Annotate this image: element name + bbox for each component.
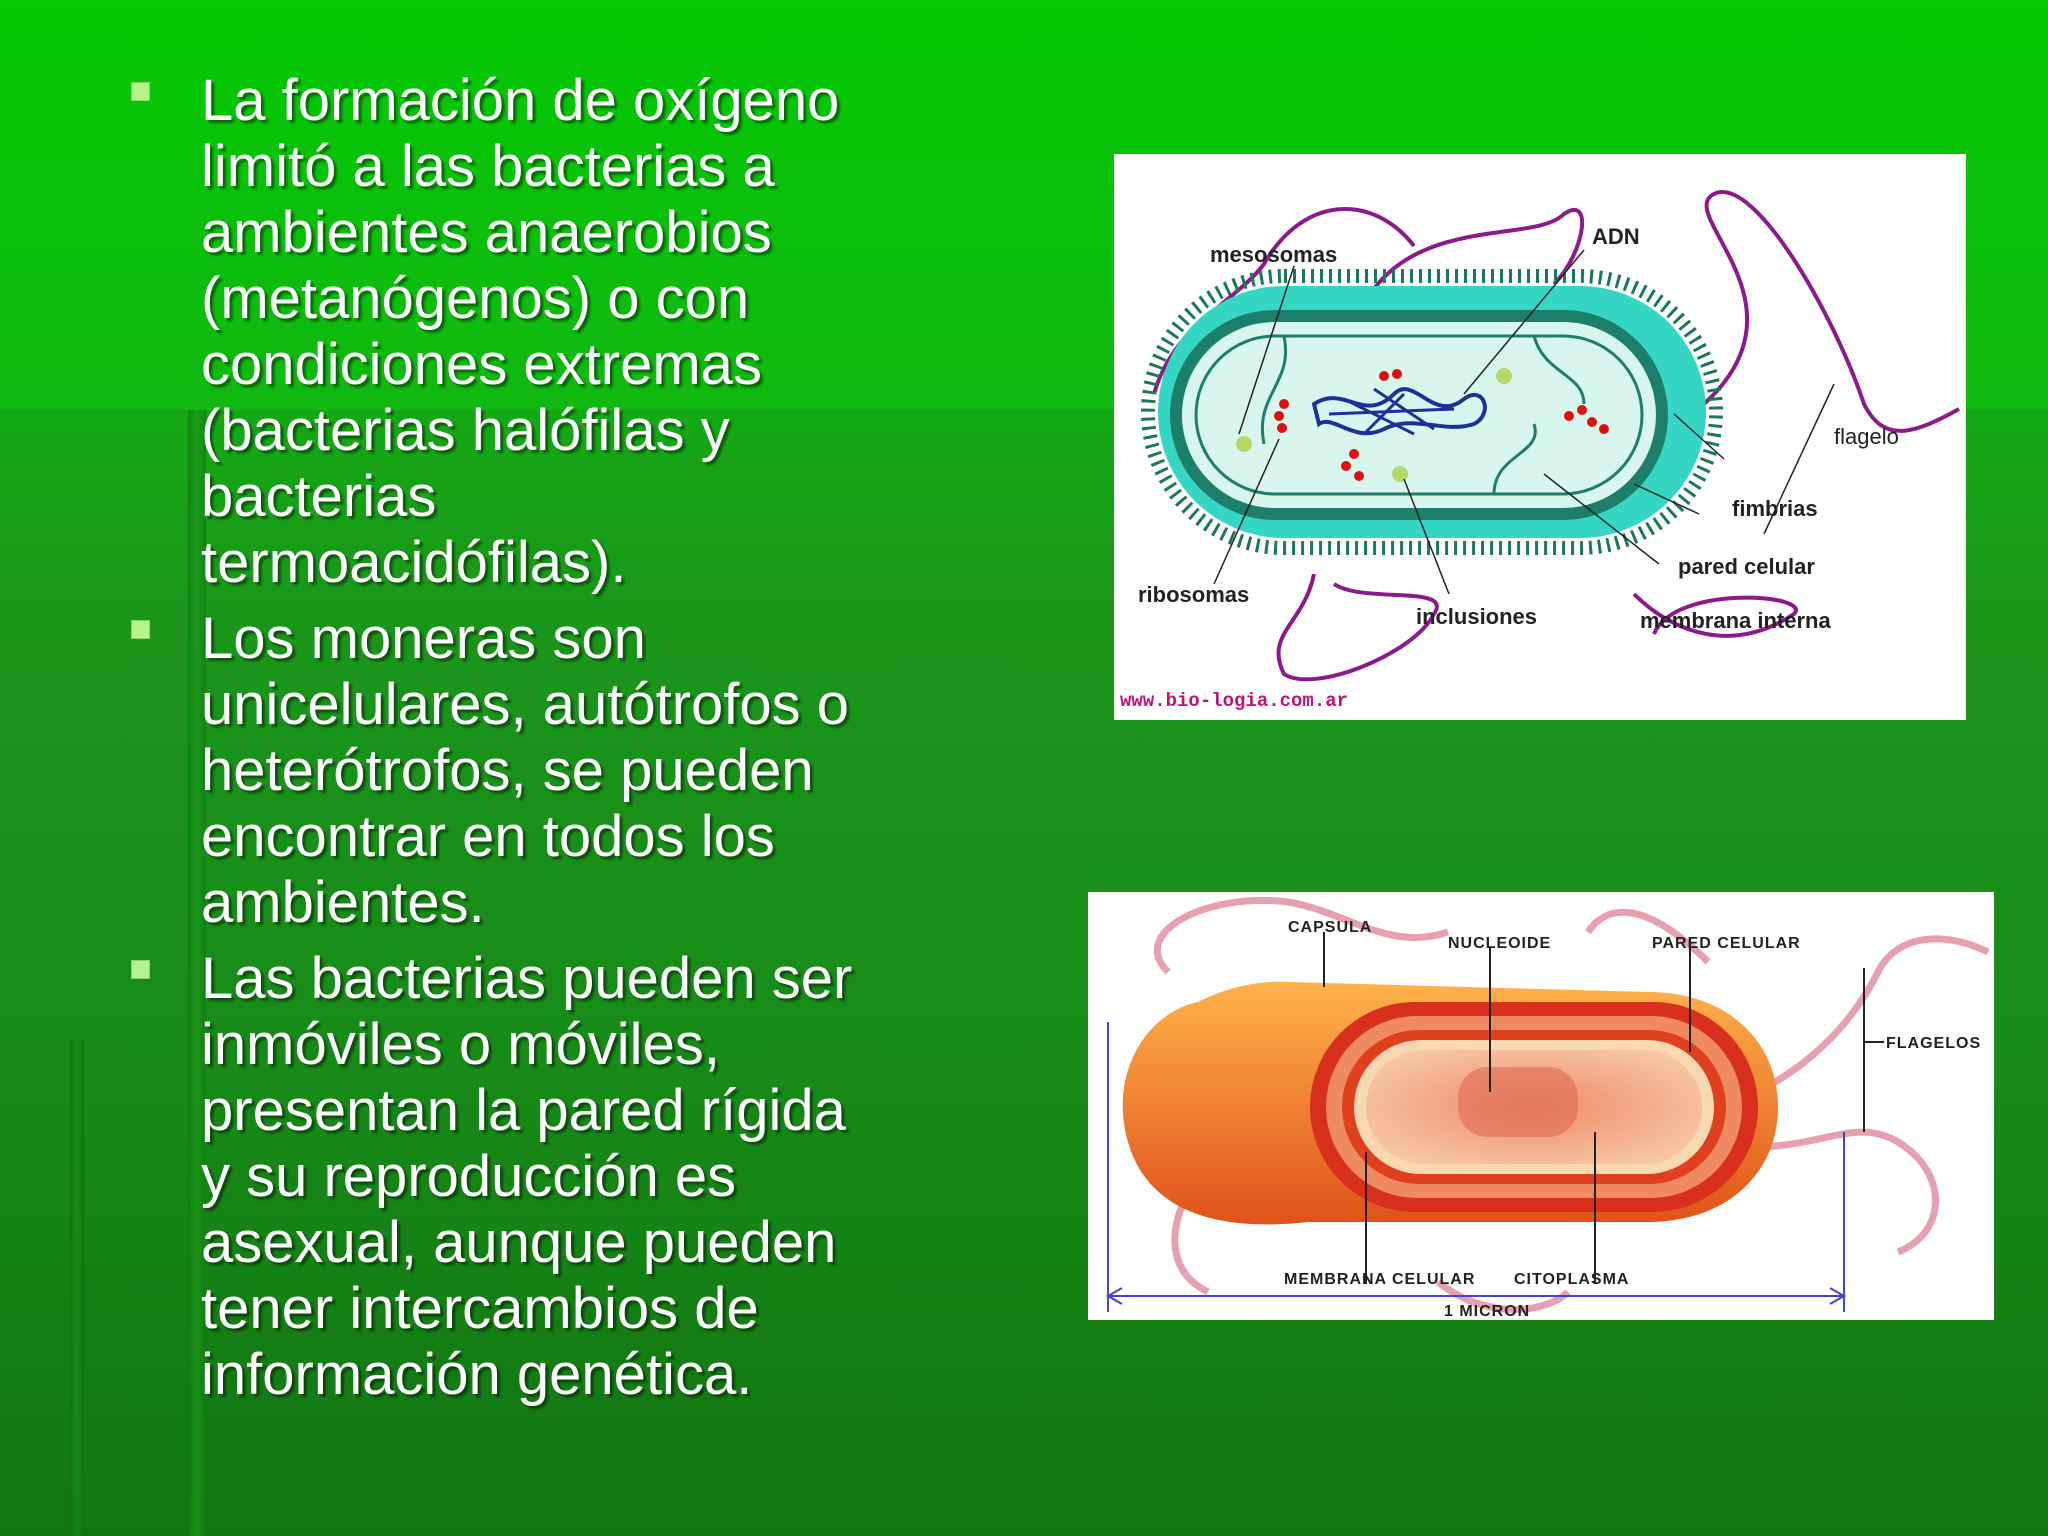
inner-membrane [1194,334,1644,496]
label-flagelo: flagelo [1834,424,1899,449]
background-stripe [70,1040,84,1536]
label-adn: ADN [1592,224,1640,249]
flagellum [1632,592,1798,638]
mesosome [1492,423,1537,495]
label-membrana-celular: MEMBRANA CELULAR [1284,1271,1475,1288]
flagellum [1585,908,1711,965]
label-citoplasma: CITOPLASMA [1514,1271,1629,1288]
bacillus-section-diagram: CAPSULA NUCLEOIDE PARED CELULAR FLAGELOS… [1088,892,1994,1320]
source-url: www.bio-logia.com.ar [1120,690,1348,712]
flagellum [1153,896,1450,975]
nucleoid [1458,1067,1578,1137]
label-flagelos: FLAGELOS [1886,1035,1981,1052]
bullet-text: Los moneras son unicelulares, autótrofos… [201,606,850,935]
mesosome [1260,335,1288,445]
leader-lines [1213,249,1835,595]
inclusions [1236,368,1512,482]
scale-bar [1105,1022,1847,1312]
label-fimbrias: fimbrias [1732,496,1818,521]
square-bullet-icon [131,960,150,979]
bullet-item: Los moneras son unicelulares, autótrofos… [125,606,985,936]
label-nucleoide: NUCLEOIDE [1448,935,1551,952]
background-stripe [188,410,206,1536]
flagellum [1276,573,1439,682]
flagellum [1707,1128,1939,1256]
label-pared-celular: PARED CELULAR [1652,935,1801,952]
leader-lines [1323,932,1884,1284]
square-bullet-icon [131,82,150,101]
label-escala: 1 MICRON [1444,1303,1530,1320]
ribosomes [1274,369,1609,481]
dna [1311,387,1487,436]
flagellum [1435,1279,1571,1313]
bacterium-diagram-drawing: mesosomas ADN flagelo fimbrias pared cel… [1120,190,1960,712]
square-bullet-icon [131,620,150,639]
bullet-item: La formación de oxígeno limitó a las bac… [125,68,985,596]
bullet-list: La formación de oxígeno limitó a las bac… [125,68,985,1418]
bullet-item: Las bacterias pueden ser inmóviles o móv… [125,946,985,1408]
label-membrana-interna: membrana interna [1640,608,1831,633]
dna [1328,387,1455,436]
label-capsula: CAPSULA [1288,919,1372,936]
bullet-text: Las bacterias pueden ser inmóviles o móv… [201,946,853,1407]
label-inclusiones: inclusiones [1416,604,1537,629]
bacterium-diagram: mesosomas ADN flagelo fimbrias pared cel… [1114,154,1966,720]
mesosome [1532,335,1586,405]
bullet-text: La formación de oxígeno limitó a las bac… [201,68,840,595]
label-pared-celular: pared celular [1678,554,1815,579]
flagellum [1362,208,1585,305]
flagellum [1702,190,1960,433]
cytoplasm [1182,322,1656,508]
label-ribosomas: ribosomas [1138,582,1249,607]
bacillus-section-drawing: CAPSULA NUCLEOIDE PARED CELULAR FLAGELOS… [1105,896,1990,1320]
label-mesosomas: mesosomas [1210,242,1337,267]
